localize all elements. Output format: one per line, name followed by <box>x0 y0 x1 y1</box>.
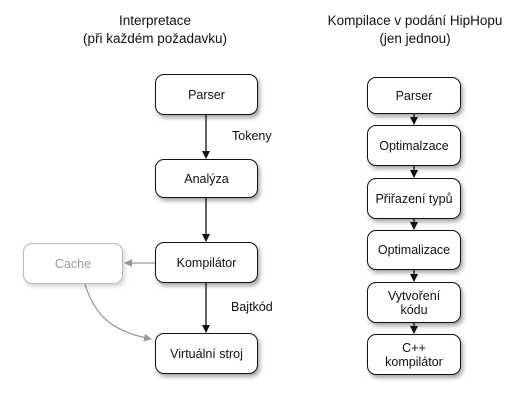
node-r-cpp-kompilator-line2: kompilátor <box>385 354 443 369</box>
edge-label-bajtkod: Bajtkód <box>231 300 273 314</box>
node-cache-label: Cache <box>54 256 92 271</box>
edge-label-tokeny: Tokeny <box>232 129 272 143</box>
node-r-vytvoreni-kodu-line2: kódu <box>400 302 428 317</box>
left-column-heading: Interpretace (při každém požadavku) <box>55 12 255 48</box>
right-column-heading: Kompilace v podání HipHopu (jen jednou) <box>310 12 520 48</box>
node-analyza: Analýza <box>155 159 258 198</box>
node-r-cpp-kompilator: C++ kompilátor <box>367 334 461 375</box>
right-heading-line1: Kompilace v podání HipHopu <box>327 13 503 28</box>
left-heading-line1: Interpretace <box>118 13 192 28</box>
node-r-parser: Parser <box>367 77 461 114</box>
node-kompilator-label: Kompilátor <box>176 255 237 270</box>
node-r-optimalizace-label: Optimalizace <box>377 243 451 257</box>
node-parser: Parser <box>155 74 258 115</box>
node-r-optimalizace: Optimalizace <box>367 230 461 270</box>
node-virtualni-stroj-label: Virtuální stroj <box>170 346 243 361</box>
node-r-optimalzace-label: Optimalzace <box>379 138 449 153</box>
node-analyza-label: Analýza <box>184 171 229 186</box>
node-r-vytvoreni-kodu: Vytvoření kódu <box>367 282 461 323</box>
node-parser-label: Parser <box>188 87 225 102</box>
node-r-vytvoreni-kodu-line1: Vytvoření <box>387 288 441 303</box>
node-kompilator: Kompilátor <box>155 242 258 283</box>
node-virtualni-stroj: Virtuální stroj <box>155 333 258 374</box>
node-r-prirazeni-typu: Přiřazení typů <box>367 178 461 219</box>
left-heading-line2: (při každém požadavku) <box>82 31 228 46</box>
node-r-parser-label: Parser <box>395 88 433 103</box>
node-r-cpp-kompilator-line1: C++ <box>402 340 426 355</box>
arrow-cache-to-virtualni-stroj <box>84 283 152 342</box>
node-r-optimalzace: Optimalzace <box>367 125 461 166</box>
node-r-prirazeni-typu-label: Přiřazení typů <box>375 191 453 206</box>
node-cache: Cache <box>23 243 123 284</box>
right-heading-line2: (jen jednou) <box>379 31 451 46</box>
